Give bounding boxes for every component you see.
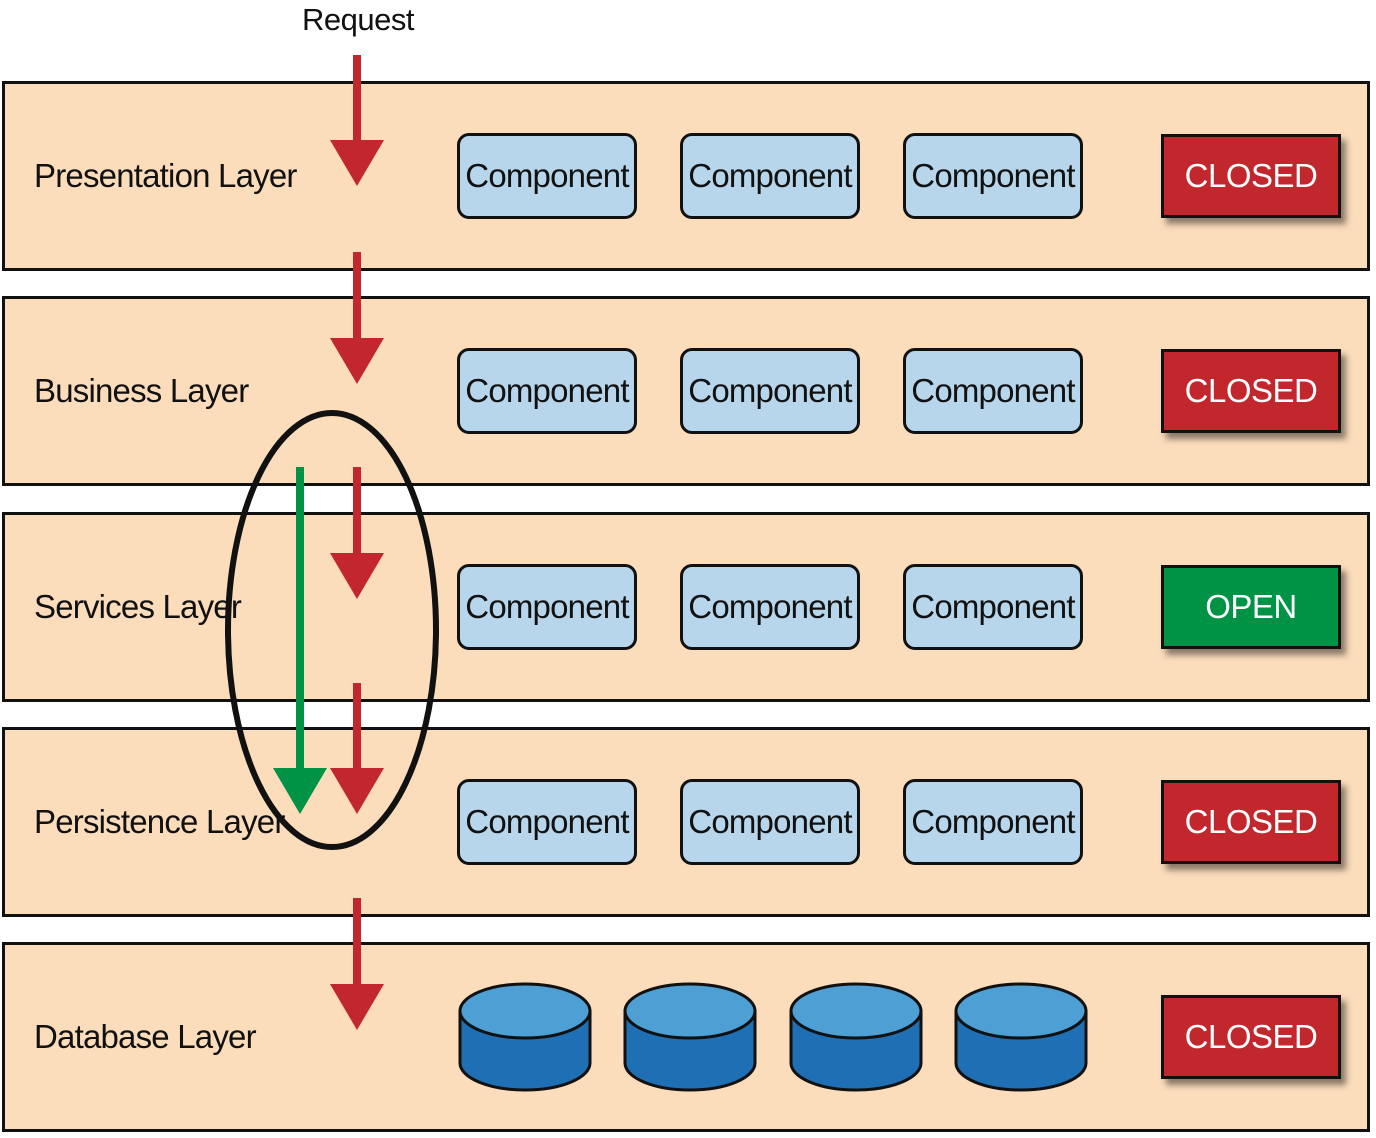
- component-box: Component: [457, 348, 637, 434]
- component-box: Component: [680, 564, 860, 650]
- database-icon: [458, 982, 592, 1092]
- status-badge: CLOSED: [1161, 134, 1341, 218]
- layer-business: Business Layer Component Component Compo…: [2, 296, 1370, 486]
- layer-label: Business Layer: [34, 372, 249, 409]
- layer-label: Presentation Layer: [34, 157, 297, 194]
- status-badge: CLOSED: [1161, 349, 1341, 433]
- component-box: Component: [457, 779, 637, 865]
- layer-database: Database Layer CLOSED: [2, 942, 1370, 1132]
- database-icon: [789, 982, 923, 1092]
- component-box: Component: [903, 348, 1083, 434]
- component-box: Component: [457, 564, 637, 650]
- status-badge: CLOSED: [1161, 995, 1341, 1079]
- layer-services: Services Layer Component Component Compo…: [2, 512, 1370, 702]
- component-box: Component: [680, 133, 860, 219]
- layer-label: Database Layer: [34, 1018, 257, 1055]
- component-box: Component: [680, 348, 860, 434]
- layer-persistence: Persistence Layer Component Component Co…: [2, 727, 1370, 917]
- component-box: Component: [903, 133, 1083, 219]
- component-box: Component: [903, 564, 1083, 650]
- component-box: Component: [903, 779, 1083, 865]
- status-badge: CLOSED: [1161, 780, 1341, 864]
- component-box: Component: [457, 133, 637, 219]
- layer-label: Services Layer: [34, 588, 242, 625]
- database-icon: [623, 982, 757, 1092]
- database-icon: [954, 982, 1088, 1092]
- request-label: Request: [302, 2, 414, 37]
- layer-presentation: Presentation Layer Component Component C…: [2, 81, 1370, 271]
- component-box: Component: [680, 779, 860, 865]
- status-badge: OPEN: [1161, 565, 1341, 649]
- layer-label: Persistence Layer: [34, 803, 285, 840]
